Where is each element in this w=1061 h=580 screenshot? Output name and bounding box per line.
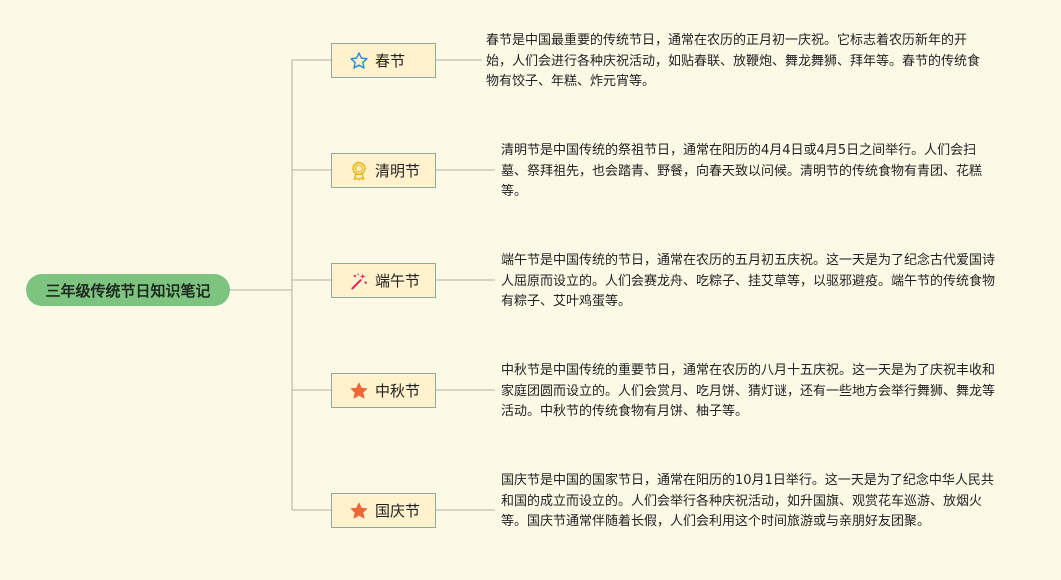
description-spring-festival: 春节是中国最重要的传统节日，通常在农历的正月初一庆祝。它标志着农历新年的开始，人… [486, 33, 981, 89]
magic-wand-icon [349, 271, 369, 291]
star-filled-icon [349, 501, 369, 521]
branch-topic-spring-festival[interactable]: 春节 [331, 43, 436, 78]
award-ribbon-icon [349, 161, 369, 181]
branch-label: 端午节 [375, 272, 421, 290]
branch-topic-national-day[interactable]: 国庆节 [331, 493, 436, 528]
branch-topic-mid-autumn-festival[interactable]: 中秋节 [331, 373, 436, 408]
branch-label: 清明节 [375, 162, 421, 180]
branch-label: 中秋节 [375, 382, 421, 400]
description-national-day: 国庆节是中国的国家节日，通常在阳历的10月1日举行。这一天是为了纪念中华人民共和… [501, 473, 994, 529]
root-title: 三年级传统节日知识笔记 [45, 281, 211, 300]
description-mid-autumn-festival: 中秋节是中国传统的重要节日，通常在农历的八月十五庆祝。这一天是为了庆祝丰收和家庭… [501, 363, 996, 419]
branch-label: 国庆节 [375, 502, 421, 520]
description-qingming-festival: 清明节是中国传统的祭祖节日，通常在阳历的4月4日或4月5日之间举行。人们会扫墓、… [501, 143, 983, 199]
description-dragon-boat-festival: 端午节是中国传统的节日，通常在农历的五月初五庆祝。这一天是为了纪念古代爱国诗人屈… [501, 253, 996, 309]
branch-topic-dragon-boat-festival[interactable]: 端午节 [331, 263, 436, 298]
mind-map-root-topic[interactable]: 三年级传统节日知识笔记 [26, 274, 230, 306]
star-outline-icon [349, 51, 369, 71]
star-filled-icon [349, 381, 369, 401]
branch-topic-qingming-festival[interactable]: 清明节 [331, 153, 436, 188]
branch-label: 春节 [375, 52, 406, 70]
